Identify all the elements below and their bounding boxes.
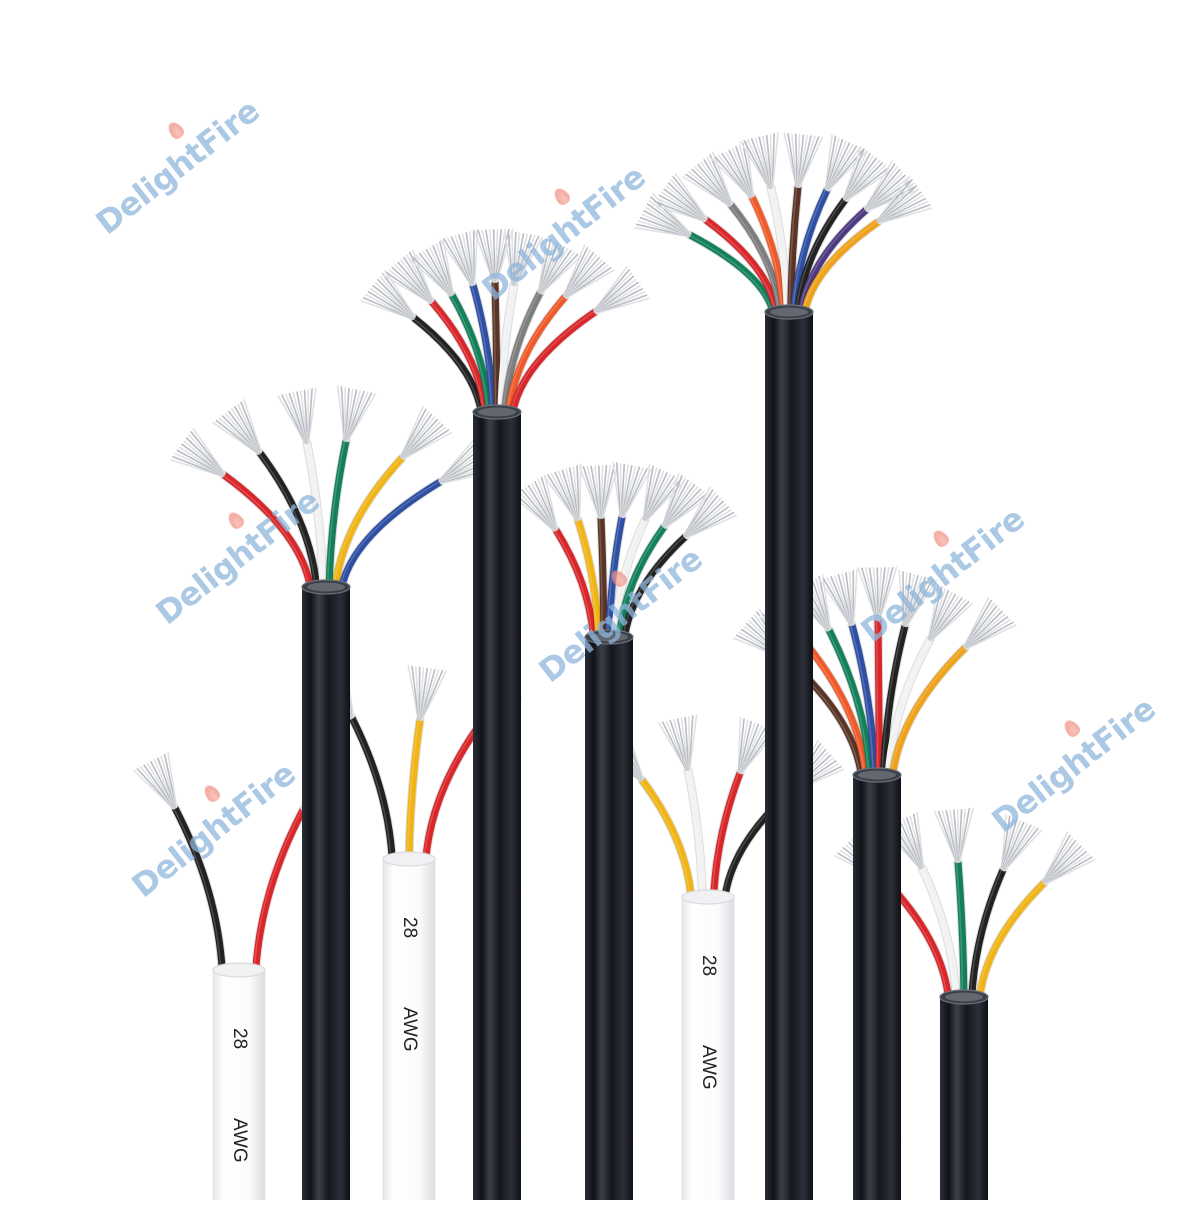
tinned-strands <box>784 133 822 187</box>
tinned-strands <box>964 598 1016 649</box>
cable-jacket-black <box>853 768 901 1200</box>
gauge-number: 28 <box>228 1028 250 1049</box>
tinned-strands <box>564 245 614 298</box>
wire-blue <box>341 482 440 589</box>
tinned-strands <box>935 809 973 862</box>
tinned-strands <box>134 753 177 809</box>
cable-jacket-black <box>765 305 813 1200</box>
cable-jacket-black <box>585 630 633 1200</box>
tinned-strands <box>278 388 316 443</box>
cable-10-core <box>635 133 932 314</box>
gauge-unit: AWG <box>697 1045 719 1090</box>
tinned-strands <box>580 465 618 518</box>
tinned-strands <box>213 400 261 454</box>
tinned-strands <box>338 386 376 441</box>
cable-jacket-white <box>213 963 265 1200</box>
cable-jacket-black <box>302 580 350 1200</box>
gauge-number: 28 <box>398 917 420 938</box>
tinned-strands <box>384 250 434 303</box>
tinned-strands <box>408 666 446 720</box>
gauge-unit: AWG <box>398 1007 420 1052</box>
tinned-strands <box>1043 833 1095 885</box>
tinned-strands <box>171 429 225 477</box>
gauge-unit: AWG <box>228 1118 250 1163</box>
gauge-number: 28 <box>697 955 719 976</box>
cable-jacket-black <box>940 990 988 1200</box>
tinned-strands <box>659 715 697 770</box>
tinned-strands <box>401 407 452 459</box>
cable-jacket-black <box>473 405 521 1200</box>
